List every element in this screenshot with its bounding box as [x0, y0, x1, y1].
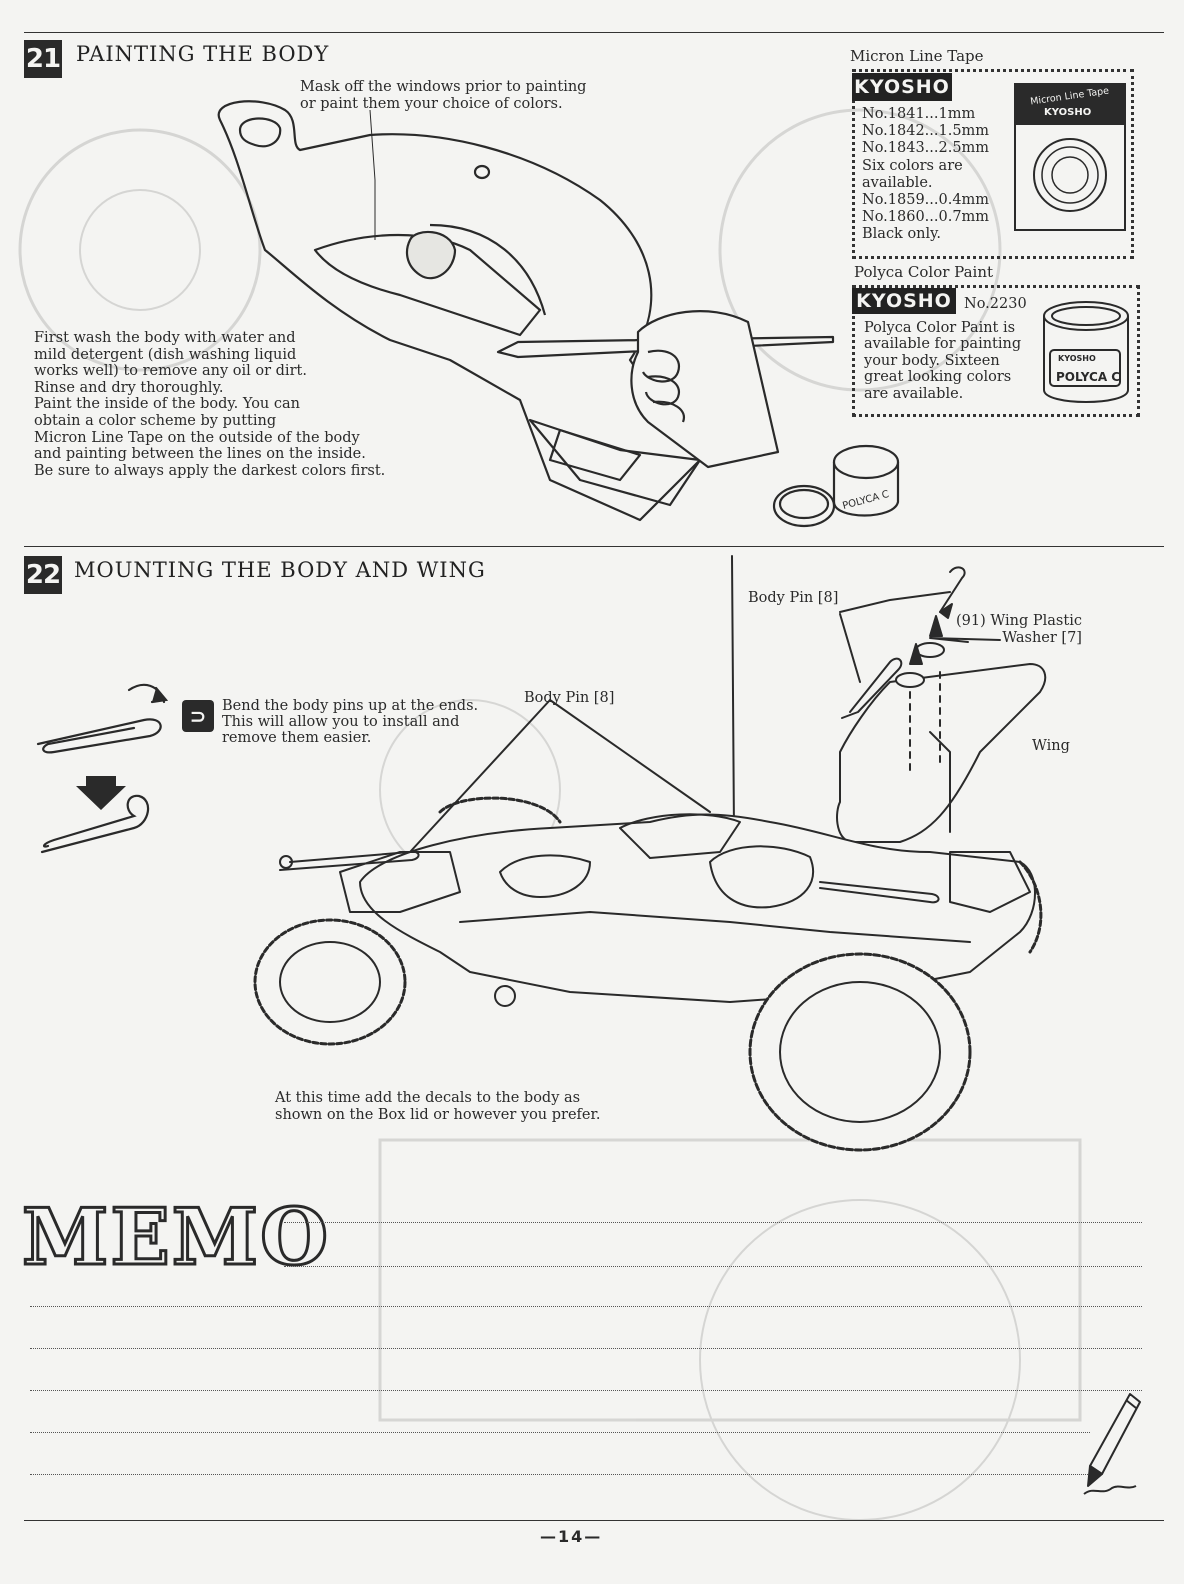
- polyca-spec-list: Polyca Color Paint is available for pain…: [864, 320, 1021, 402]
- step-22-title: MOUNTING THE BODY AND WING: [74, 558, 486, 582]
- micron-tape-brand-badge: KYOSHO: [852, 73, 952, 101]
- memo-line: [30, 1306, 1142, 1307]
- polyca-brand-badge: KYOSHO: [852, 288, 956, 314]
- micron-tape-spec: No.1860...0.7mm: [862, 209, 990, 226]
- micron-tape-spec-list: No.1841...1mm No.1842...1.5mm No.1843...…: [862, 106, 989, 244]
- memo-line: [284, 1222, 1142, 1223]
- paint-can-illustration: [772, 444, 900, 528]
- micron-tape-box: [852, 69, 1134, 259]
- memo-line: [284, 1266, 1142, 1267]
- micron-tape-spec: available.: [862, 174, 933, 191]
- memo-title: MEMO: [20, 1192, 331, 1283]
- polyca-spec: Polyca Color Paint is: [864, 320, 1016, 336]
- paint-jar-brand: KYOSHO: [1058, 354, 1096, 363]
- memo-line: [30, 1390, 1142, 1391]
- memo-line: [30, 1474, 1090, 1475]
- micron-tape-spec: No.1843...2.5mm: [862, 140, 990, 157]
- polyca-spec: available for painting: [864, 336, 1022, 353]
- polyca-product-number: No.2230: [964, 296, 1027, 312]
- memo-line: [30, 1432, 1090, 1433]
- micron-tape-spec: No.1859...0.4mm: [862, 192, 990, 209]
- step-21-number: 21: [24, 40, 62, 78]
- micron-tape-spec: Black only.: [862, 226, 942, 243]
- micron-tape-spec: No.1842...1.5mm: [862, 123, 990, 140]
- step-21-title: PAINTING THE BODY: [76, 42, 330, 66]
- page-number: —14—: [540, 1527, 603, 1546]
- polyca-paint-heading: Polyca Color Paint: [854, 263, 994, 281]
- micron-tape-heading: Micron Line Tape: [850, 47, 984, 65]
- micron-tape-spec: Six colors are: [862, 157, 963, 174]
- pencil-icon: [1083, 1393, 1141, 1495]
- body-shell-illustration: [217, 100, 702, 522]
- polyca-paint-box: [852, 285, 1140, 417]
- paint-jar-label: POLYCA C: [1056, 370, 1121, 384]
- mask-note: Mask off the windows prior to painting o…: [300, 79, 587, 112]
- top-rule: [24, 32, 1164, 33]
- hand-brush-illustration: [496, 310, 835, 469]
- bottom-rule: [24, 1520, 1164, 1521]
- section-divider: [24, 546, 1164, 547]
- body-pin-label-top: Body Pin [8]: [748, 590, 839, 606]
- decals-note: At this time add the decals to the body …: [275, 1090, 601, 1123]
- step-22-number: 22: [24, 556, 62, 594]
- body-pin-bend-illustration: [36, 683, 169, 854]
- polyca-spec: great looking colors: [864, 369, 1012, 386]
- buggy-assembly-illustration: [253, 555, 1047, 1152]
- micron-tape-product: Micron Line Tape KYOSHO: [1014, 83, 1126, 231]
- wash-note: First wash the body with water and mild …: [34, 330, 386, 479]
- bend-note: Bend the body pins up at the ends. This …: [222, 698, 479, 746]
- tip-icon: ⊃: [182, 700, 214, 732]
- micron-tape-product-header: [1016, 85, 1124, 125]
- wing-washer-label: (91) Wing Plastic Washer [7]: [956, 613, 1082, 646]
- micron-tape-spec: No.1841...1mm: [862, 106, 976, 122]
- micron-tape-product-brand: KYOSHO: [1044, 107, 1092, 118]
- tape-roll-icon: [1033, 138, 1107, 212]
- polyca-spec: your body. Sixteen: [864, 352, 1000, 369]
- wing-label: Wing: [1032, 738, 1070, 754]
- polyca-spec: are available.: [864, 385, 964, 402]
- paint-jar-icon: [1043, 301, 1129, 403]
- body-pin-label-mid: Body Pin [8]: [524, 690, 615, 706]
- memo-line: [30, 1348, 1142, 1349]
